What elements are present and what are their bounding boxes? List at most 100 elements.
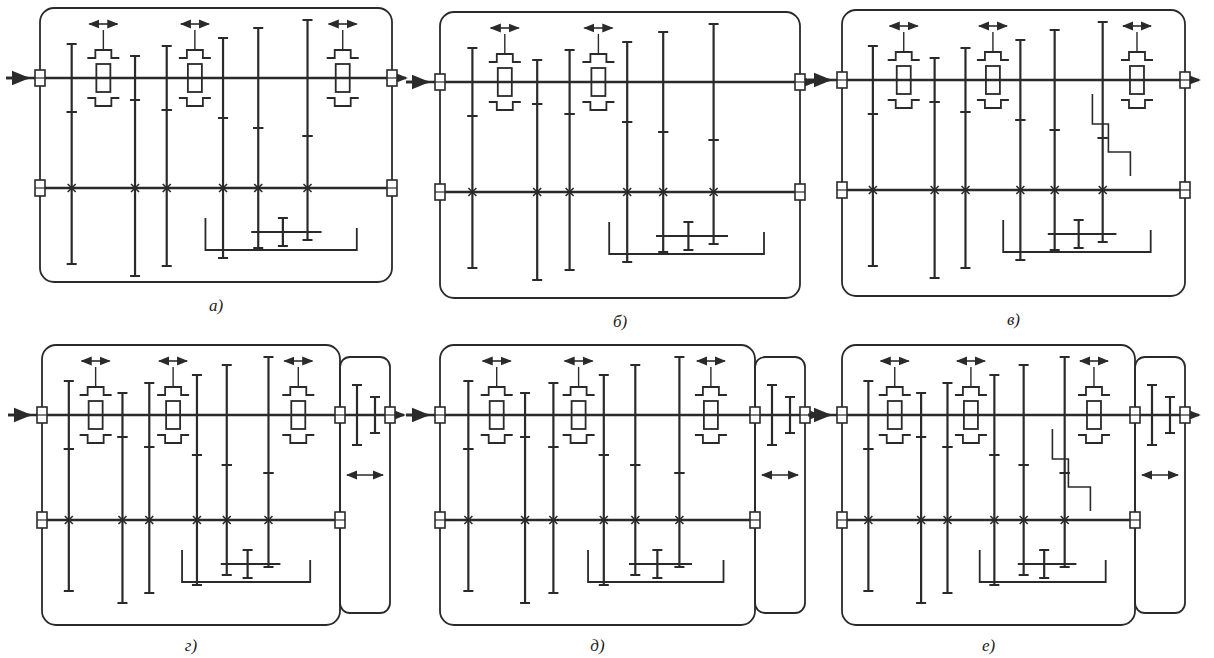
counter-gear-cap [989,454,999,456]
synchro-cone [582,54,614,62]
main-gear-cap [263,472,273,474]
key-mark [533,188,541,196]
counter-gear-cap [467,267,477,269]
counter-gear-cap [467,115,477,117]
key-mark [961,186,969,194]
housing [842,10,1185,296]
synchro-cone [879,387,911,395]
shift-rod [578,367,579,387]
synchronizer-hub [1087,401,1101,429]
figure-label: г) [182,636,200,655]
range-housing [340,357,390,613]
key-mark [131,184,139,192]
bearing [1180,72,1190,88]
main-gear-cap [599,374,609,376]
reverse-shaft [205,218,356,250]
main-gear-cap [630,364,640,366]
main-gear-cap [532,103,542,105]
housing [842,345,1135,625]
counter-shaft [444,191,796,194]
main-gear-cap [930,101,940,103]
counter-gear-cap [463,590,473,592]
counter-shaft [846,519,1131,522]
stepped-casing [1052,429,1090,511]
counter-gear-cap [520,602,530,604]
key-mark [869,186,877,194]
main-gear-cap [162,109,172,111]
shift-rod [504,34,505,54]
counter-gear-cap [218,117,228,119]
counter-gear-cap [144,446,154,448]
counter-gear-cap [162,109,172,111]
counter-gear-cap [599,454,609,456]
synchronizer-hub [89,401,103,429]
counter-gear-cap [67,263,77,265]
counter-gear-cap [218,257,228,259]
counter-gear-cap [930,277,940,279]
range-gear-cap [767,444,777,446]
key-mark [1051,186,1059,194]
bearing [837,407,847,423]
synchro-cone [179,50,211,58]
counter-gear-cap [532,279,542,281]
key-mark [1016,186,1024,194]
shift-rod [1093,367,1094,387]
bearing-line [385,414,395,415]
synchro-cone [481,387,513,395]
main-gear [552,383,554,447]
synchro-cone [157,387,189,395]
counter-gear-cap [1015,119,1025,121]
bearing [387,70,397,86]
shift-arrow [697,360,725,362]
main-gear-cap [674,356,684,358]
main-gear-cap [253,27,263,29]
key-mark [65,516,73,524]
shift-rod [342,30,343,50]
main-gear [121,393,123,437]
synchro-cone [327,98,359,106]
key-mark [659,188,667,196]
counter-gear-cap [868,265,878,267]
shift-arrow [181,23,209,25]
counter-gear-cap [548,446,558,448]
main-gear-cap [930,57,940,59]
range-gear-cap [1165,396,1175,398]
range-housing [1135,357,1185,613]
counter-gear-cap [117,436,127,438]
range-gear-cap [352,384,362,386]
bearing [795,184,805,200]
figure-label: е) [979,636,998,655]
range-gear [1169,397,1171,433]
bearing [1180,182,1190,198]
main-gear [678,357,680,473]
key-mark [223,516,231,524]
counter-gear-cap [162,265,172,267]
synchro-cone [977,100,1009,108]
synchronizer-hub [96,64,110,92]
key-mark [68,184,76,192]
main-gear [712,24,714,140]
key-mark [623,188,631,196]
counter-gear-cap [222,464,232,466]
key-mark [1061,516,1069,524]
counter-gear-cap [64,448,74,450]
key-mark [223,516,231,524]
range-housing [755,357,805,613]
bearing [1130,407,1140,423]
bearing-line [37,414,47,415]
counter-gear-cap [1015,259,1025,261]
idler-gear-cap [243,577,253,579]
synchronizer-hub [704,401,718,429]
key-mark [869,186,877,194]
counter-gear-cap [565,269,575,271]
main-gear-cap [863,448,873,450]
shift-arrow [491,27,519,29]
key-mark [917,516,925,524]
bearing-line [35,77,45,78]
key-mark [600,516,608,524]
idler-shaft [1048,233,1117,235]
synchronizer-hub [1130,66,1144,94]
counter-gear-cap [930,101,940,103]
bearing-line [387,77,397,78]
counter-gear-cap [303,239,313,241]
